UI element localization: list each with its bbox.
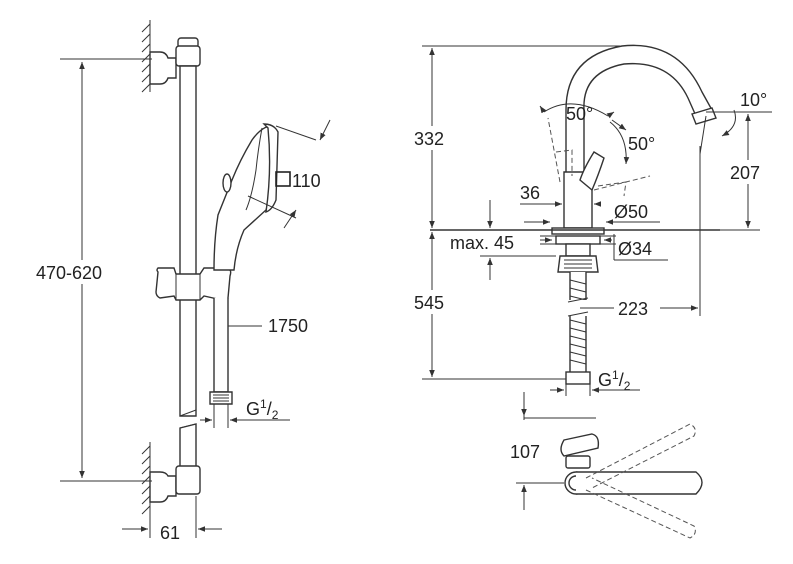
mixer-base-plate xyxy=(551,227,605,235)
label-max-counter: max. 45 xyxy=(450,233,514,253)
label-wall-offset: 61 xyxy=(160,523,180,543)
dim-max-counter xyxy=(480,200,556,280)
label-rail-length: 470-620 xyxy=(36,263,102,283)
label-spout-tilt: 10° xyxy=(740,90,767,110)
dim-thread-right xyxy=(550,384,640,396)
dim-height-total xyxy=(410,45,620,228)
dim-spout-tilt xyxy=(699,109,772,155)
square-symbol-icon xyxy=(275,171,291,187)
shower-hose xyxy=(209,298,233,422)
label-thread-left: G1/2 xyxy=(246,397,279,422)
dim-hole-diameter xyxy=(540,234,668,261)
upper-wall-hatch xyxy=(141,20,151,93)
shower-rail-set: 470-620 110 1750 G1/2 xyxy=(30,20,331,543)
label-thread-right: G1/2 xyxy=(598,368,631,393)
label-head-size: 110 xyxy=(292,171,321,191)
label-spout-height: 207 xyxy=(730,163,760,183)
dim-below-counter xyxy=(410,232,566,380)
basin-mixer: 332 545 50° 50° 10° 207 36 xyxy=(410,44,772,539)
label-spout-reach: 223 xyxy=(618,299,648,319)
rail-break xyxy=(179,409,197,417)
label-plan-offset: 107 xyxy=(510,442,540,462)
label-handle-width: 36 xyxy=(520,183,540,203)
label-hose-length: 1750 xyxy=(268,316,308,336)
dim-spout-reach xyxy=(580,146,701,320)
plan-view xyxy=(516,392,703,539)
upper-bracket xyxy=(149,51,177,85)
label-below-counter: 545 xyxy=(414,293,444,313)
rail-top-block xyxy=(175,45,201,67)
dim-wall-offset xyxy=(122,496,222,538)
dim-thread-left xyxy=(200,415,290,428)
mixer-handle xyxy=(579,151,605,192)
dim-rail-length xyxy=(30,58,152,482)
rail-lower xyxy=(179,423,197,471)
rail-upper xyxy=(179,65,197,417)
label-hole-diameter: Ø34 xyxy=(618,239,652,259)
rail-bottom-block xyxy=(175,465,201,495)
hand-shower xyxy=(213,123,279,271)
dim-spout-height xyxy=(720,114,772,231)
dim-head-size xyxy=(247,119,331,229)
label-base-diameter: Ø50 xyxy=(614,202,648,222)
label-height-total: 332 xyxy=(414,129,444,149)
label-angle-side: 50° xyxy=(628,134,655,154)
lower-bracket xyxy=(149,471,177,503)
label-angle-top: 50° xyxy=(566,104,593,124)
